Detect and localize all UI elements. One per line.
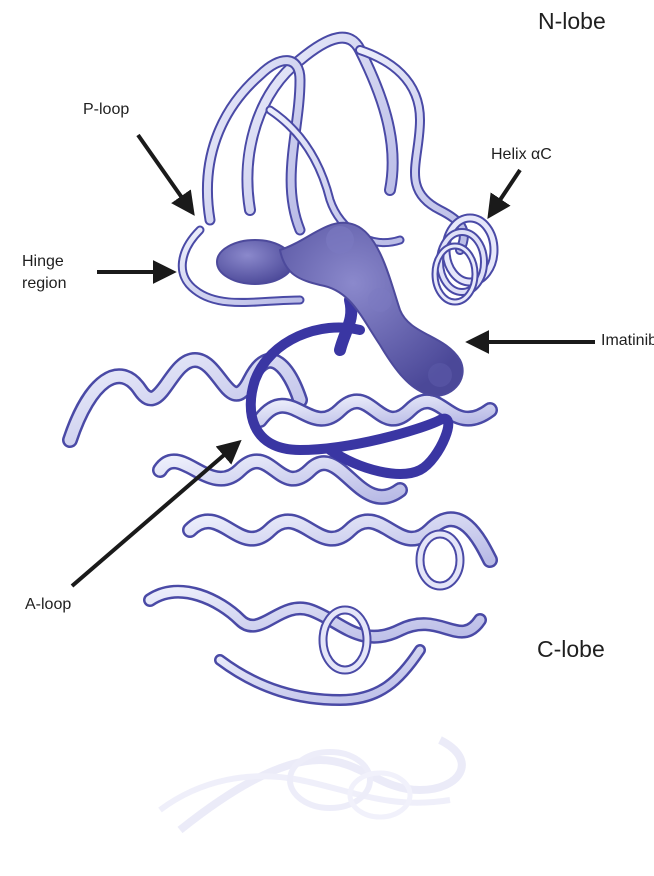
hinge-label-line2: region (22, 273, 66, 294)
p-loop-arrow (138, 135, 192, 212)
helix-ac-arrow (490, 170, 520, 215)
helix-ac-coil (435, 218, 494, 302)
structure-reflection (160, 740, 462, 830)
imatinib-label: Imatinib (601, 330, 654, 351)
hinge-label-line1: Hinge (22, 251, 64, 272)
c-lobe-helices (70, 360, 490, 700)
a-loop-label: A-loop (25, 594, 71, 615)
n-lobe-label: N-lobe (538, 8, 606, 35)
helix-ac-label: Helix αC (491, 144, 552, 165)
c-lobe-label: C-lobe (537, 636, 605, 663)
p-loop-label: P-loop (83, 99, 129, 120)
